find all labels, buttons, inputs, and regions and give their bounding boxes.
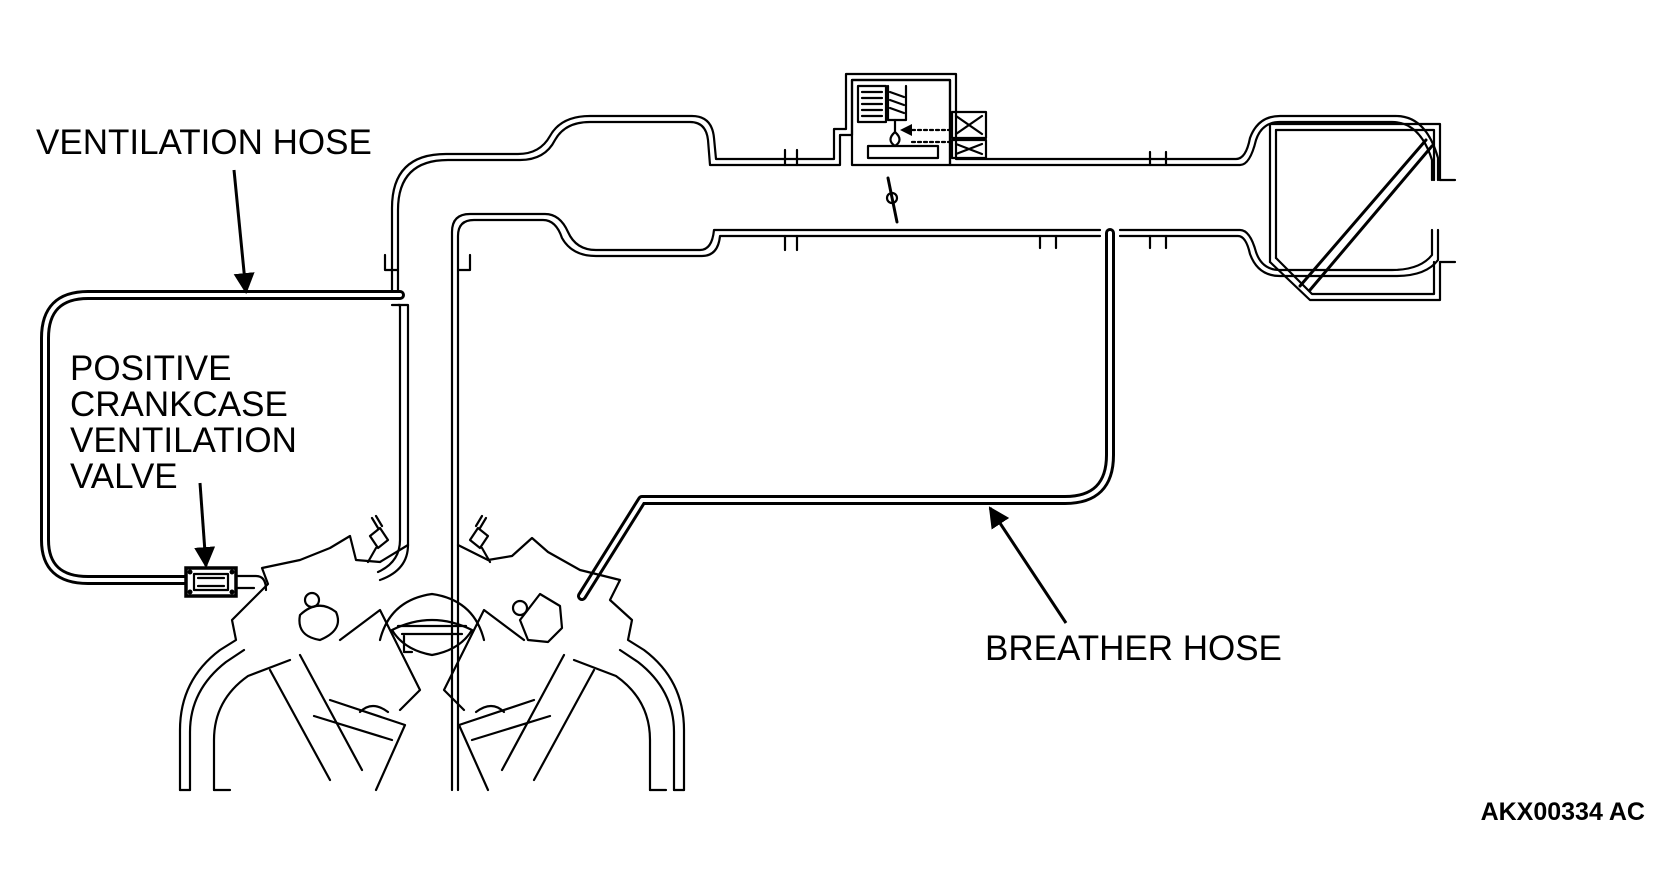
ventilation-hose-leader: [232, 169, 255, 295]
pcv-valve-label-line-2: CRANKCASE: [70, 385, 288, 424]
pcv-valve-label-line-1: POSITIVE: [70, 349, 231, 388]
air-cleaner: [1268, 122, 1457, 302]
pcv-valve-label-line-3: VENTILATION: [70, 421, 297, 460]
pcv-valve-label-line-4: VALVE: [70, 457, 178, 496]
breather-hose: [577, 228, 1115, 601]
throttle-body: [850, 78, 988, 224]
intake-air-duct: [383, 72, 1440, 792]
ventilation-hose-label: VENTILATION HOSE: [36, 123, 372, 162]
breather-hose-label: BREATHER HOSE: [985, 629, 1282, 668]
pcv-valve-leader: [194, 482, 216, 569]
engine: [178, 514, 686, 792]
pcv-valve: [184, 566, 268, 598]
figure-code: AKX00334 AC: [1481, 798, 1645, 826]
breather-hose-leader: [988, 506, 1068, 624]
